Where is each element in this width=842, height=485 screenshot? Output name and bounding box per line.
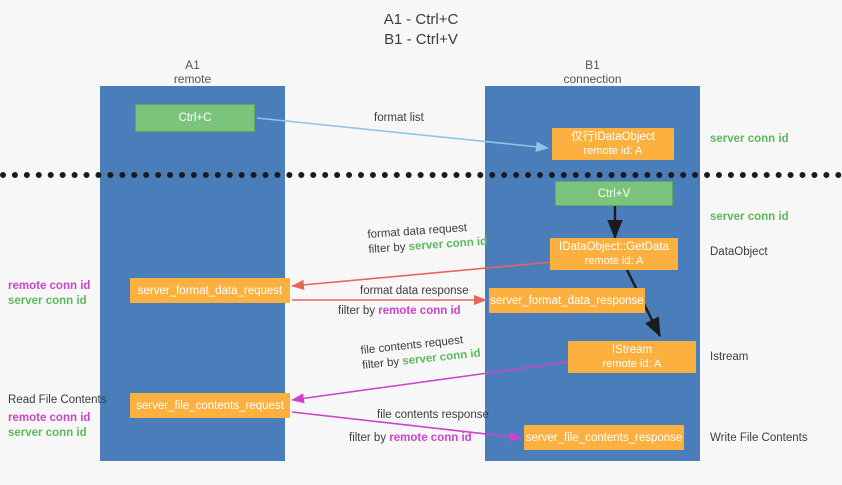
- label-format-data-response-text: format data response: [360, 285, 469, 297]
- box-getdata-line2: remote id: A: [584, 255, 644, 267]
- phase-divider: [0, 172, 842, 178]
- title-line-1: A1 - Ctrl+C: [383, 11, 459, 28]
- box-getdata-line1: IDataObject::GetData: [559, 241, 669, 253]
- diagram-title: A1 - Ctrl+C B1 - Ctrl+V: [0, 10, 842, 50]
- left-label-read-file-contents: Read File Contents: [8, 394, 107, 406]
- right-label-server-conn-id-top: server conn id: [710, 133, 789, 145]
- box-ctrl-c-label: Ctrl+C: [178, 112, 212, 124]
- filter-prefix: filter by: [349, 432, 390, 444]
- label-format-data-request: format data request filter by server con…: [367, 220, 488, 258]
- title-line-2: B1 - Ctrl+V: [384, 31, 458, 48]
- filter-value-server-conn-id: server conn id: [408, 235, 488, 254]
- box-idataobject[interactable]: 仅行IDataObject remote id: A: [552, 128, 674, 160]
- label-file-contents-request: file contents request filter by server c…: [360, 332, 481, 374]
- box-server-file-contents-response-label: server_file_contents_response: [525, 431, 683, 444]
- filter-value-remote-conn-id: remote conn id: [378, 305, 461, 317]
- box-server-format-data-request[interactable]: server_format_data_request: [130, 278, 290, 303]
- left-label-server-conn-id-lower: server conn id: [8, 427, 87, 439]
- box-server-file-contents-request[interactable]: server_file_contents_request: [130, 393, 290, 418]
- box-ctrl-c[interactable]: Ctrl+C: [135, 104, 255, 132]
- lane-b1-name: B1: [585, 58, 600, 72]
- filter-prefix: filter by: [338, 305, 379, 317]
- box-idataobject-getdata[interactable]: IDataObject::GetData remote id: A: [550, 238, 678, 270]
- lane-b1-sub: connection: [563, 72, 622, 86]
- right-label-server-conn-id-mid: server conn id: [710, 211, 789, 223]
- box-istream-line1: IStream: [611, 344, 653, 356]
- lane-a1-sub: remote: [173, 72, 212, 86]
- filter-prefix: filter by: [361, 355, 403, 372]
- box-istream[interactable]: IStream remote id: A: [568, 341, 696, 373]
- label-file-contents-response-text: file contents response: [377, 409, 489, 421]
- label-format-list: format list: [374, 112, 424, 124]
- box-idataobject-line1: 仅行IDataObject: [571, 131, 655, 143]
- right-label-istream: Istream: [710, 351, 749, 363]
- lane-header-a1: A1 remote: [135, 58, 250, 86]
- label-file-contents-response: file contents response filter by remote …: [349, 408, 489, 446]
- box-server-format-data-response[interactable]: server_format_data_response: [489, 288, 645, 313]
- lane-a1-name: A1: [185, 58, 200, 72]
- label-file-contents-response-filter: filter by remote conn id: [349, 431, 489, 446]
- left-label-remote-conn-id-upper: remote conn id: [8, 280, 91, 292]
- box-server-format-data-response-label: server_format_data_response: [490, 294, 644, 307]
- box-ctrl-v[interactable]: Ctrl+V: [555, 181, 673, 206]
- box-server-format-data-request-label: server_format_data_request: [137, 284, 283, 297]
- left-label-server-conn-id-upper: server conn id: [8, 295, 87, 307]
- right-label-dataobject: DataObject: [710, 246, 768, 258]
- left-label-remote-conn-id-lower: remote conn id: [8, 412, 91, 424]
- box-ctrl-v-label: Ctrl+V: [597, 187, 631, 200]
- label-format-data-response: format data response filter by remote co…: [338, 284, 469, 319]
- lane-header-b1: B1 connection: [535, 58, 650, 86]
- box-server-file-contents-response[interactable]: server_file_contents_response: [524, 425, 684, 450]
- filter-prefix: filter by: [368, 241, 410, 256]
- box-istream-line2: remote id: A: [602, 358, 662, 370]
- filter-value-remote-conn-id: remote conn id: [389, 432, 472, 444]
- box-server-file-contents-request-label: server_file_contents_request: [136, 399, 284, 412]
- label-format-data-response-filter: filter by remote conn id: [338, 304, 469, 319]
- box-idataobject-line2: remote id: A: [583, 145, 643, 157]
- right-label-write-file-contents: Write File Contents: [710, 432, 808, 444]
